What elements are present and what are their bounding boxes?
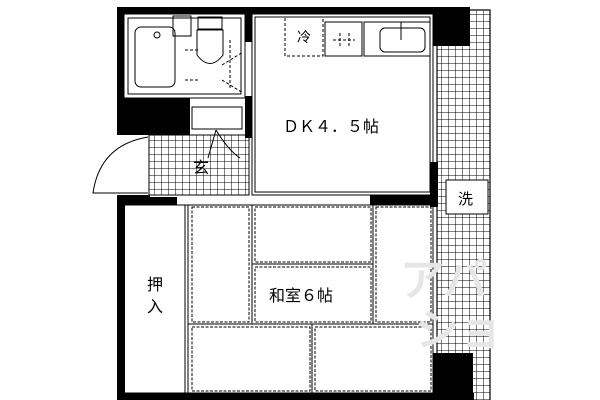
kitchen-counter bbox=[363, 21, 431, 57]
bathtub bbox=[134, 26, 176, 88]
dining-kitchen bbox=[92, 13, 434, 196]
tatami-mats bbox=[191, 206, 432, 392]
genkan-floor bbox=[148, 134, 250, 196]
balcony bbox=[436, 9, 491, 400]
svg-text:ショ: ショ bbox=[415, 305, 503, 356]
watermark-logo: アパ ショ bbox=[400, 255, 503, 356]
dk-label: ＤＫ４．５帖 bbox=[283, 117, 379, 136]
entrance-door bbox=[92, 136, 149, 194]
toilet-tank bbox=[197, 16, 223, 30]
washer-space bbox=[445, 179, 489, 215]
refrigerator-space bbox=[284, 16, 324, 57]
walls bbox=[117, 7, 474, 400]
oshiire-label-top: 押 bbox=[147, 275, 163, 294]
washitsu-room bbox=[123, 204, 434, 394]
kitchen-sink bbox=[379, 27, 426, 53]
genkan-label: 玄 bbox=[193, 158, 209, 177]
toilet-bowl bbox=[196, 29, 224, 64]
watermark-text: アパ bbox=[400, 255, 487, 306]
shoe-cabinet bbox=[191, 106, 243, 130]
washer-label: 洗 bbox=[458, 190, 473, 208]
door-genkan bbox=[207, 129, 241, 159]
refrigerator-label: 冷 bbox=[297, 30, 311, 46]
stove bbox=[324, 21, 363, 57]
oshiire-label-bottom: 入 bbox=[147, 297, 163, 316]
bathroom bbox=[123, 13, 246, 99]
washitsu-label: 和室６帖 bbox=[269, 286, 333, 305]
sink bbox=[172, 15, 192, 37]
